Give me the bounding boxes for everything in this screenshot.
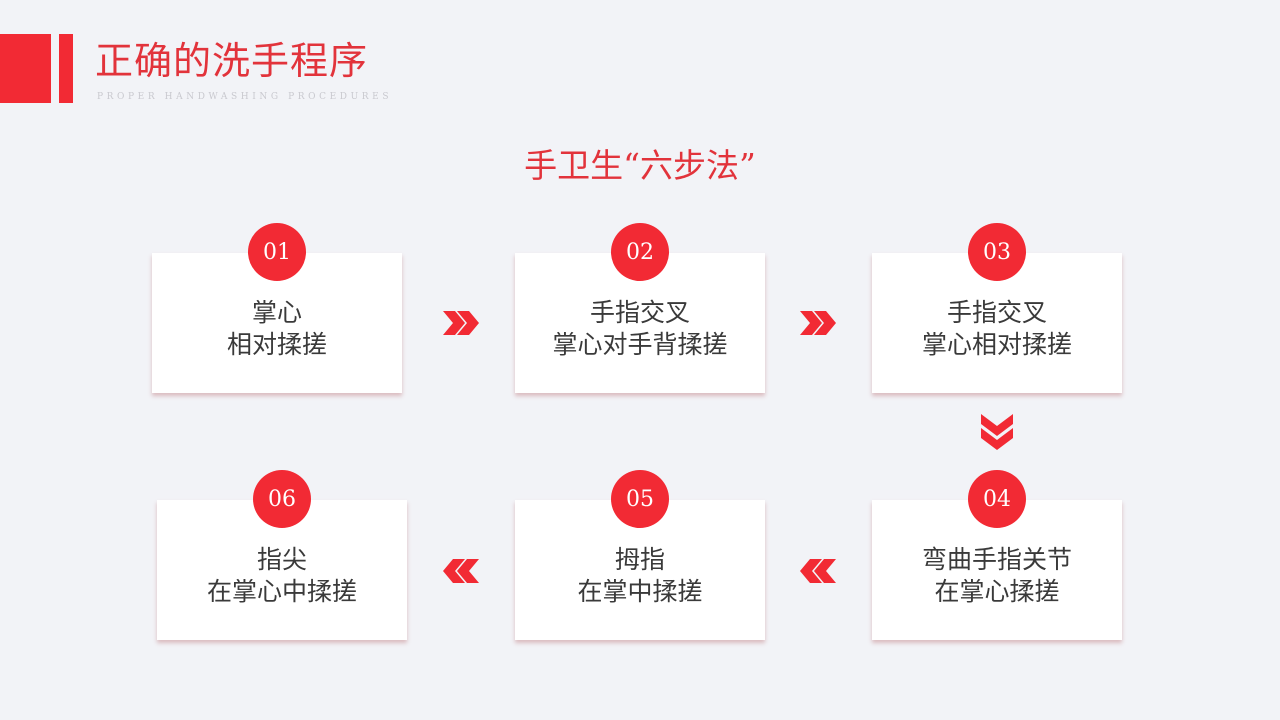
double-chevron-left-icon	[798, 551, 838, 591]
step-line-2: 在掌心揉搓	[934, 577, 1060, 606]
double-chevron-left-icon	[441, 551, 481, 591]
step-line-1: 指尖	[256, 545, 307, 574]
step-line-2: 掌心相对揉搓	[921, 330, 1072, 359]
step-number-badge: 04	[968, 470, 1026, 528]
step-number-badge: 02	[611, 223, 669, 281]
step-card-3: 03 手指交叉 掌心相对揉搓	[872, 223, 1122, 393]
page-title: 正确的洗手程序	[95, 39, 369, 83]
step-description: 拇指 在掌中揉搓	[515, 544, 765, 608]
step-line-2: 相对揉搓	[226, 330, 327, 359]
step-number-badge: 01	[248, 223, 306, 281]
double-chevron-down-icon	[977, 412, 1017, 452]
step-card-2: 02 手指交叉 掌心对手背揉搓	[515, 223, 765, 393]
step-description: 手指交叉 掌心对手背揉搓	[515, 297, 765, 361]
step-line-1: 掌心	[251, 298, 302, 327]
step-description: 指尖 在掌心中揉搓	[157, 544, 407, 608]
step-line-2: 掌心对手背揉搓	[552, 330, 728, 359]
page-subtitle: PROPER HANDWASHING PROCEDURES	[97, 92, 393, 102]
step-description: 掌心 相对揉搓	[152, 297, 402, 361]
step-number-badge: 03	[968, 223, 1026, 281]
step-card-5: 05 拇指 在掌中揉搓	[515, 470, 765, 640]
section-title: 手卫生“六步法”	[524, 146, 756, 185]
step-number-badge: 06	[253, 470, 311, 528]
step-card-4: 04 弯曲手指关节 在掌心揉搓	[872, 470, 1122, 640]
header-accent-block	[0, 34, 51, 103]
step-line-1: 手指交叉	[589, 298, 690, 327]
step-card-6: 06 指尖 在掌心中揉搓	[157, 470, 407, 640]
header-accent-bar	[59, 34, 73, 103]
step-line-2: 在掌心中揉搓	[206, 577, 357, 606]
step-card-1: 01 掌心 相对揉搓	[152, 223, 402, 393]
step-line-1: 拇指	[614, 545, 665, 574]
step-description: 手指交叉 掌心相对揉搓	[872, 297, 1122, 361]
double-chevron-right-icon	[798, 303, 838, 343]
step-number-badge: 05	[611, 470, 669, 528]
step-line-1: 手指交叉	[946, 298, 1047, 327]
step-description: 弯曲手指关节 在掌心揉搓	[872, 544, 1122, 608]
step-line-2: 在掌中揉搓	[577, 577, 703, 606]
step-line-1: 弯曲手指关节	[921, 545, 1072, 574]
double-chevron-right-icon	[441, 303, 481, 343]
